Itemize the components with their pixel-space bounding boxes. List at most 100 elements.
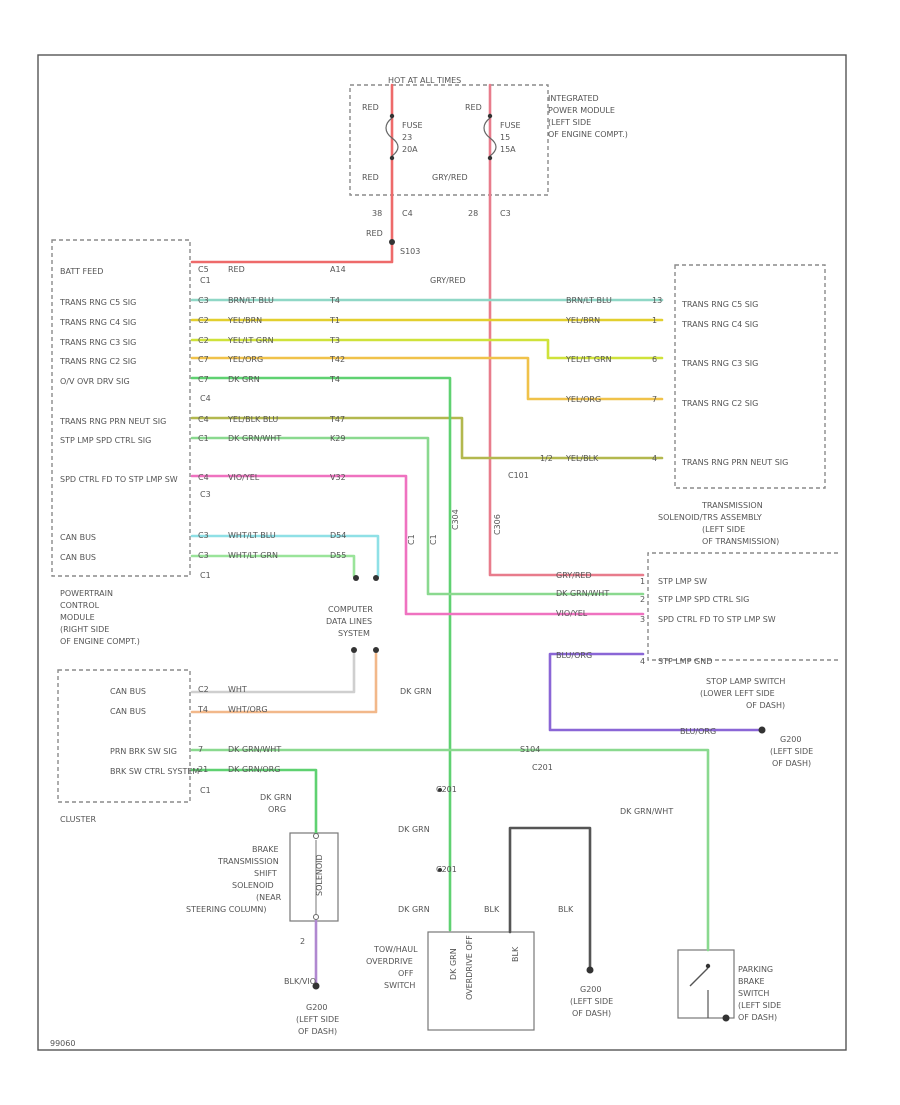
parking-brake-name: PARKING BRAKE SWITCH (LEFT SIDE OF DASH) [738,965,784,1022]
pcm-pin-number: C3 [198,531,209,540]
stoplamp-pin-number: 4 [640,657,645,666]
ipm-conn-left: C4 [402,209,413,218]
overdrive-wire-blk2: BLK [558,905,574,914]
pcm-wire-cavity: T3 [329,336,340,345]
wire-dk-grn [190,376,452,932]
pcm-pin-number: C3 [198,551,209,560]
wire-vio-yel [190,474,645,616]
stoplamp-pin-number: 3 [640,615,645,624]
stoplamp-wire-color: DK GRN/WHT [556,589,609,598]
pcm-conn-c1: C1 [200,571,211,580]
pcm-pin-number: C3 [198,296,209,305]
wire-blk [508,826,592,970]
solenoid-wire-top: DK GRN ORG [260,793,294,814]
ipm-wire-left-bottom: RED [362,173,379,182]
ipm-pin-right: 28 [468,209,478,218]
stoplamp-wire-color: BLU/ORG [556,651,592,660]
star-connector-icon [373,575,379,581]
solenoid-box [289,832,339,922]
trs-wire-color: YEL/LT GRN [565,355,612,364]
solenoid-wire-bottom: BLK/VIO [284,977,316,986]
pcm-wire-color: YEL/LT GRN [227,336,274,345]
stoplamp-pin-number: 1 [640,577,645,586]
gry-red-wire-label: GRY/RED [430,276,466,285]
wire-yel-blk [190,416,664,460]
wire-wht-org [190,652,378,714]
pcm-wire-cavity: T4 [329,375,340,384]
stoplamp-pin-label: STP LMP SW [658,577,707,586]
overdrive-body-pin-a: DK GRN [449,948,458,980]
pcm-pin-label: TRANS RNG C3 SIG [59,338,136,347]
pcm-pin-label: STP LMP SPD CTRL SIG [60,436,151,445]
stoplamp-wire-color: VIO/YEL [556,609,588,618]
trs-pin-number: 6 [652,355,657,364]
overdrive-wire-low: DK GRN [398,905,430,914]
splice-s103-icon [389,239,395,245]
stoplamp-pin-number: 2 [640,595,645,604]
pcm-wire-color: YEL/ORG [227,355,263,364]
ground-g200-icon [722,1014,730,1022]
solenoid-pin-bottom: 2 [300,937,305,946]
trs-connector: C101 [508,471,529,480]
pcm-wire-cavity: A14 [330,265,346,274]
fuse-23-icon [385,113,399,161]
pcm-pin-number: C5 [198,265,209,274]
ipm-pin-left: 38 [372,209,382,218]
trs-pin-label: TRANS RNG PRN NEUT SIG [681,458,788,467]
trs-box [674,264,826,489]
pcm-pin-label: BATT FEED [60,267,103,276]
pcm-conn-c1-top: C1 [200,276,211,285]
footer-code: 99060 [50,1039,75,1048]
stoplamp-ground-name: G200 (LEFT SIDE OF DASH) [770,735,816,768]
pcm-wire-color: VIO/YEL [228,473,260,482]
cluster-pin-label: CAN BUS [110,687,146,696]
parking-wire-label: DK GRN/WHT [620,807,673,816]
splice-wire: RED [366,229,383,238]
pcm-pin-number: C4 [198,415,209,424]
pcm-pin-label: SPD CTRL FD TO STP LMP SW [60,475,178,484]
stoplamp-wire-color: GRY/RED [556,571,592,580]
ground-g200-icon [586,966,594,974]
pcm-pin-number: C2 [198,336,209,345]
pcm-box [51,239,191,577]
trs-connector-pin: 1/2 [540,454,553,463]
wire-dk-grn-wht-parking [190,748,710,952]
dk-grn-vertical-label: C304 [451,509,460,530]
stoplamp-ground-wire: BLU/ORG [680,727,716,736]
trs-pin-number: 13 [652,296,662,305]
overdrive-conn-b: C201 [436,865,457,874]
cluster-wire-color: WHT [228,685,247,694]
overdrive-body-label: OVERDRIVE OFF [465,935,474,1000]
switch-contact-icon [689,963,711,1018]
cluster-pin-number: T4 [197,705,208,714]
star-connector-icon [351,647,357,653]
trs-pin-number: 1 [652,316,657,325]
cluster-pin-label: PRN BRK SW SIG [110,747,177,756]
stoplamp-pin-label: SPD CTRL FD TO STP LMP SW [658,615,776,624]
stoplamp-name: STOP LAMP SWITCH (LOWER LEFT SIDE OF DAS… [700,677,788,710]
pcm-wire-cavity: T47 [329,415,345,424]
cluster-wire-color: DK GRN/WHT [228,745,281,754]
splice-name: S103 [400,247,420,256]
splice-c201-label: C201 [532,763,553,772]
pcm-wire-color: DK GRN [228,375,260,384]
overdrive-wire-mid: DK GRN [398,825,430,834]
pcm-wire-color: WHT/LT BLU [228,531,276,540]
ipm-header: HOT AT ALL TIMES [388,76,461,85]
pcm-wire-color: WHT/LT GRN [228,551,278,560]
overdrive-switch-box [427,931,535,1031]
ipm-conn-right: C3 [500,209,511,218]
pcm-pin-label: TRANS RNG C4 SIG [59,318,136,327]
wire-yel-org [190,356,664,401]
overdrive-name: TOW/HAUL OVERDRIVE OFF SWITCH [366,945,420,990]
wire-dk-grn-wht [190,436,645,596]
cluster-pin-label: CAN BUS [110,707,146,716]
wire-gry-red [488,83,645,577]
cluster-pin-number: C2 [198,685,209,694]
pcm-pin-number: C2 [198,316,209,325]
overdrive-body-pin-b: BLK [511,946,520,962]
